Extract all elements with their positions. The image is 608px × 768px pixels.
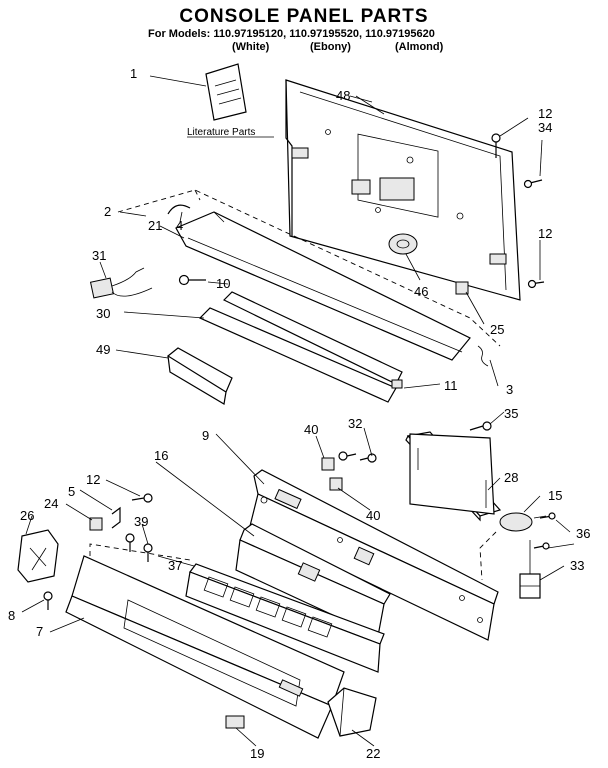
callout-numbers: 1 48 12 34 2 21 4 12 31 10 46 25 30 49 3… [8,66,590,761]
front-panel-7 [65,555,345,739]
bracket-49 [166,347,233,405]
callout-33: 33 [570,558,584,573]
callout-37: 37 [168,558,182,573]
screw-10 [178,274,206,286]
leader-lines [21,75,575,747]
callout-34: 34 [538,120,552,135]
callout-7: 7 [36,624,43,639]
knob-46 [388,233,418,255]
callout-16: 16 [154,448,168,463]
rear-bracket-48 [285,79,521,301]
callout-8: 8 [8,608,15,623]
models-line: For Models: 110.97195120, 110.97195520, … [148,28,435,40]
callout-1: 1 [130,66,137,81]
callout-21: 21 [148,218,162,233]
nut-24 [89,517,103,531]
screw-35 [469,421,492,431]
callout-19: 19 [250,746,264,761]
screw-12-lower [131,493,153,503]
callout-12-a: 12 [538,106,552,121]
callout-9: 9 [202,428,209,443]
literature-booklet [205,63,247,121]
screw-8 [43,591,53,610]
page-title: CONSOLE PANEL PARTS [179,6,429,27]
connector-31 [89,267,153,299]
variant-ebony: (Ebony) [310,41,351,53]
end-cap-22 [327,687,377,737]
screws-32 [338,451,377,463]
callout-5: 5 [68,484,75,499]
callout-26: 26 [20,508,34,523]
end-cap-26 [17,529,59,583]
callout-10: 10 [216,276,230,291]
callout-49: 49 [96,342,110,357]
clip-25 [455,281,469,295]
callout-35: 35 [504,406,518,421]
switch-40-upper [321,457,335,471]
control-bracket-9 [249,469,499,641]
callout-28: 28 [504,470,518,485]
callout-46: 46 [414,284,428,299]
callout-24: 24 [44,496,58,511]
callout-48: 48 [336,88,350,103]
overlay-16 [235,523,391,637]
callout-32: 32 [348,416,362,431]
clip-5 [111,506,121,529]
callout-12-b: 12 [538,226,552,241]
callout-30: 30 [96,306,110,321]
variant-almond: (Almond) [395,41,444,53]
knob-19 [225,715,245,729]
callout-36: 36 [576,526,590,541]
screws-36 [533,512,556,550]
callout-3: 3 [506,382,513,397]
callout-12-c: 12 [86,472,100,487]
callout-4: 4 [176,218,183,233]
callout-40-b: 40 [366,508,380,523]
switch-40-lower [329,477,343,491]
callout-15: 15 [548,488,562,503]
callout-11: 11 [444,378,458,393]
callout-40-a: 40 [304,422,318,437]
literature-parts-label: Literature Parts [187,127,255,138]
callout-2: 2 [104,204,111,219]
circuit-board-28 [405,431,502,522]
tube-11 [222,291,403,389]
spring-4 [167,204,191,215]
callout-25: 25 [490,322,504,337]
console-outline-2 [117,189,501,347]
variant-white: (White) [232,41,270,53]
top-trim-21 [175,211,471,361]
callout-39: 39 [134,514,148,529]
display-board-37 [185,563,385,673]
callout-31: 31 [92,248,106,263]
terminal-block-33 [519,540,541,599]
screw-12-34 [491,133,545,289]
transformer-15 [479,512,547,581]
callout-22: 22 [366,746,380,761]
spring-3 [477,345,489,367]
screw-39 [125,533,153,562]
